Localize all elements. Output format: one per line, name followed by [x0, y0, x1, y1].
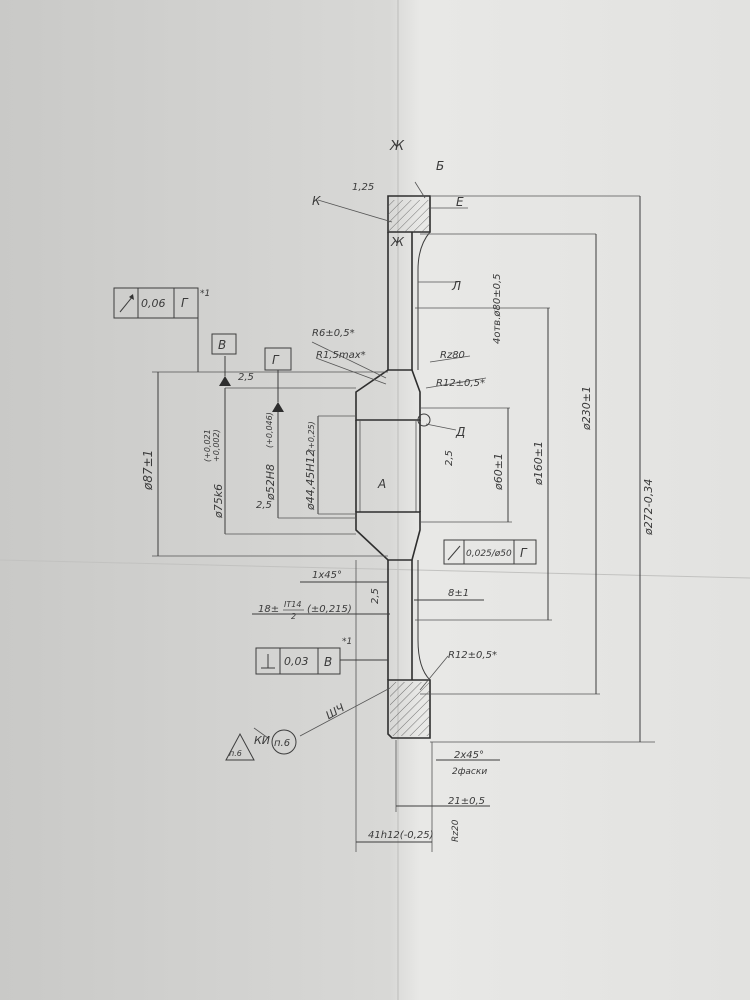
width-21: 21±0,5: [448, 796, 485, 807]
roughness-rz80: Rz80: [440, 350, 465, 361]
roughness-25-mid: 2,5: [444, 450, 455, 466]
inspection-ki: КИ: [254, 734, 270, 747]
dim-d75: ø75k6: [212, 484, 225, 519]
datum-b-triangle: [219, 376, 231, 386]
chamfer-2x45: 2x45°: [454, 750, 484, 761]
width-41: 41h12(-0,25): [368, 830, 433, 841]
fcf-runout2-datum: Г: [520, 546, 528, 560]
width-8: 8±1: [448, 588, 469, 599]
datum-b-box: В: [211, 333, 237, 355]
fcf-runout-note: *1: [200, 289, 210, 299]
datum-g-box: Г: [264, 347, 292, 371]
fcf-runout2-tol: 0,025/ø50: [466, 549, 512, 559]
roughness-25-left: 2,5: [256, 500, 272, 511]
note-p6-circle: п.6: [274, 738, 290, 749]
dim-holes: 4отв.ø80±0,5: [492, 273, 503, 344]
radius-r6: R6±0,5*: [312, 328, 355, 339]
fcf-perp-datum: В: [324, 655, 332, 669]
datum-g-triangle: [272, 402, 284, 412]
fcf-perpendicularity: 0,03 В *1: [255, 637, 388, 675]
fcf-runout-tol: 0,06: [141, 297, 166, 310]
chamfer-note: 2фаски: [452, 767, 487, 777]
datum-b-label: В: [218, 338, 226, 352]
surface-l-label: Л: [451, 279, 461, 293]
dim-d44-tol: (+0,25): [307, 421, 316, 452]
section-b-label: Б: [436, 159, 444, 173]
dim-d60: ø60±1: [492, 453, 505, 491]
dim-d75-tol-lower: +0,002): [212, 429, 221, 462]
fcf-perp-note: *1: [342, 637, 352, 647]
dim-d160: ø160±1: [532, 441, 545, 486]
roughness-25-top: 2,5: [238, 372, 254, 383]
fcf-runout-top: 0,06 Г *1: [113, 287, 210, 372]
roughness-125: 1,25: [352, 182, 374, 193]
dim-d52-tol: (+0,046): [265, 412, 274, 448]
dim-d272: ø272-0,34: [642, 479, 655, 536]
fcf-perp-tol: 0,03: [284, 655, 309, 668]
right-dimension-lines: [415, 195, 655, 743]
roughness-25-low: 2,5: [370, 588, 381, 604]
radius-r12-bottom: R12±0,5*: [448, 650, 497, 661]
width-18: 18±: [258, 604, 279, 615]
width-18-frac-top: IT14: [284, 600, 301, 609]
dim-d52: ø52H8: [264, 464, 277, 501]
radius-r15: R1,5max*: [316, 350, 366, 361]
datum-g-label: Г: [272, 353, 280, 367]
width-18-tol: (±0,215): [307, 604, 352, 615]
note-p6-triangle: п.6: [229, 749, 242, 758]
fcf-runout-datum: Г: [181, 296, 189, 310]
part-section: [355, 195, 431, 739]
roughness-rz20: Rz20: [451, 819, 461, 842]
radius-r12-top: R12±0,5*: [436, 378, 485, 389]
fcf-runout-right: 0,025/ø50 Г: [443, 539, 537, 565]
dim-d87: ø87±1: [141, 450, 155, 491]
surface-d-label: Д: [455, 425, 465, 439]
section-zh-inner-label: Ж: [390, 235, 405, 249]
leader-lines: [253, 181, 487, 739]
width-18-frac-bottom: 2: [291, 612, 296, 621]
surface-a-label: А: [377, 477, 386, 491]
fold-line-horizontal: [0, 559, 750, 579]
left-dimension-lines: [152, 371, 388, 557]
surface-e-label: Е: [456, 195, 464, 209]
dim-d44: ø44,45H12: [304, 450, 317, 512]
section-zh-label: Ж: [389, 139, 405, 154]
surface-k-label: К: [312, 194, 321, 208]
chamfer-1x45: 1x45°: [312, 570, 342, 581]
dim-d75-tol-upper: (+0,021: [203, 429, 212, 462]
dim-d230: ø230±1: [580, 386, 593, 431]
